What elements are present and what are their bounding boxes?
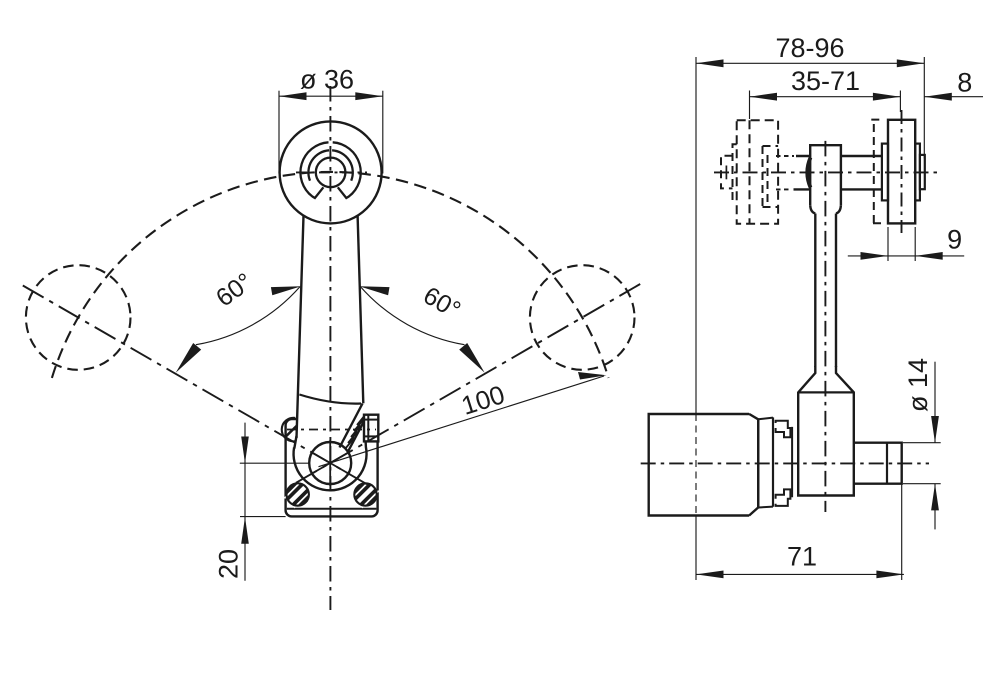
svg-text:ø 36: ø 36 [300,65,354,95]
svg-text:71: 71 [787,542,817,572]
svg-text:9: 9 [947,225,962,255]
svg-text:78-96: 78-96 [775,33,844,63]
svg-text:20: 20 [213,549,243,579]
svg-text:8: 8 [957,68,972,98]
svg-text:ø 14: ø 14 [903,358,933,412]
svg-text:35-71: 35-71 [791,66,860,96]
